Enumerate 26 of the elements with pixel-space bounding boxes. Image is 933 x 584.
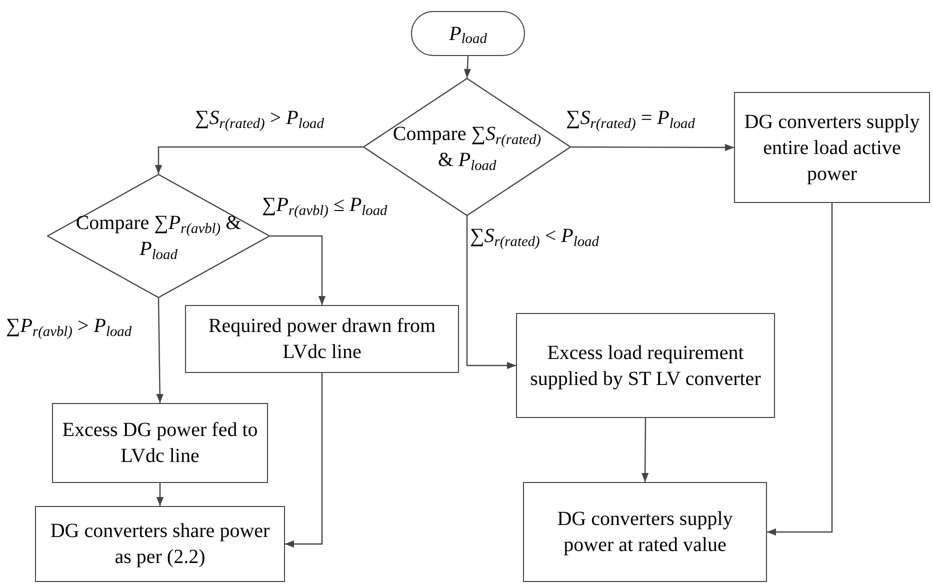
arrow — [466, 216, 516, 370]
arrow — [641, 418, 649, 482]
arrow — [156, 483, 164, 506]
process-box — [734, 92, 930, 203]
arrow — [156, 298, 164, 403]
process-box — [185, 305, 459, 373]
start-terminal — [411, 11, 525, 56]
process-box — [523, 482, 767, 582]
node-text: Required power drawn from LVdc line — [207, 314, 437, 365]
arrow — [270, 235, 326, 305]
arrow — [571, 144, 734, 152]
arrow — [767, 203, 833, 536]
node-text: Excess DG power fed to LVdc line — [61, 418, 259, 469]
node-text: DG converters supply entire load active power — [743, 110, 921, 186]
arrow — [154, 146, 363, 174]
node-text: P$_{load}$ — [449, 22, 487, 46]
arrow — [464, 56, 471, 78]
node-text: Compare ∑P$_{r(avbl)}$ & P$_{load}$ — [74, 211, 242, 262]
node-text: Excess load requirement supplied by ST LV converter — [529, 340, 762, 392]
process-box — [516, 313, 775, 418]
process-box — [35, 506, 285, 582]
node-text: Compare ∑S$_{r(rated)}$ & P$_{load}$ — [392, 122, 542, 173]
arrow — [285, 373, 323, 548]
node-text: DG converters share power as per (2.2) — [49, 519, 271, 570]
process-box — [52, 403, 268, 483]
node-text: DG converters supply power at rated value — [556, 507, 734, 558]
